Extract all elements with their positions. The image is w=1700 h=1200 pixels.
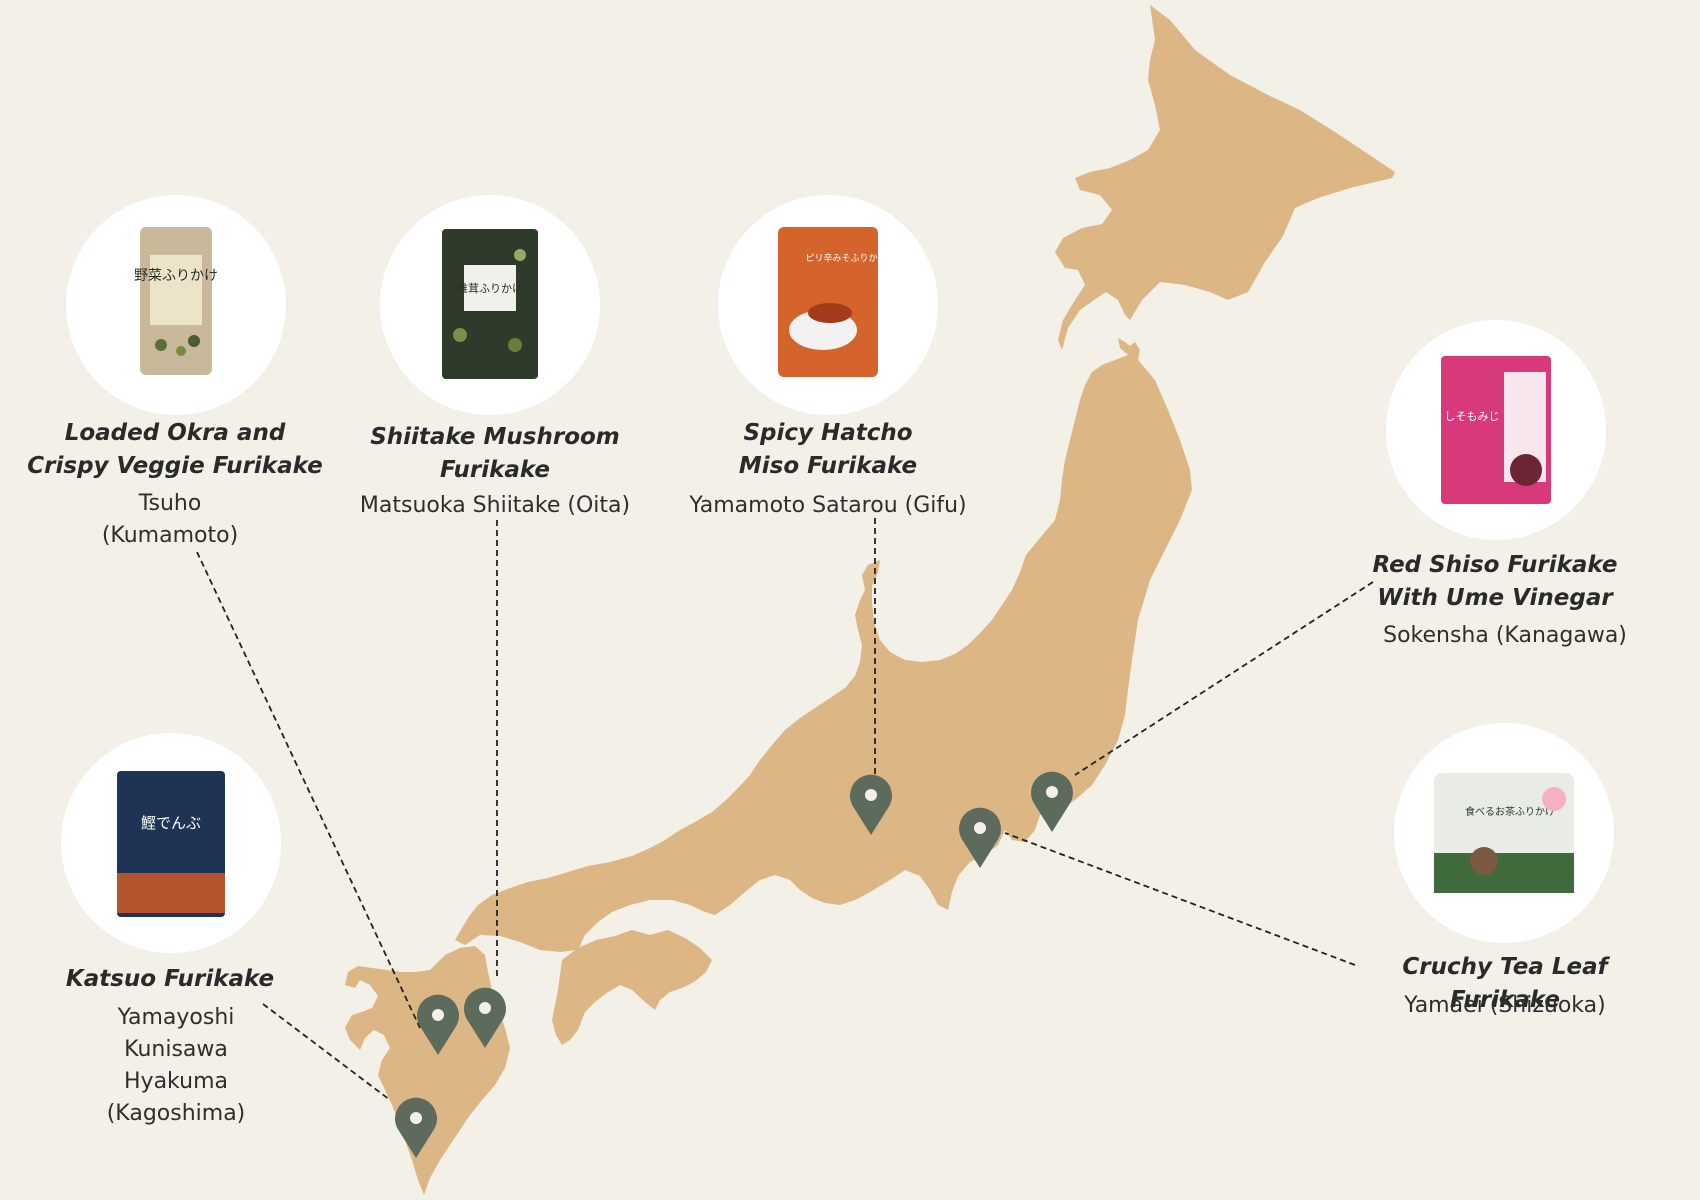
package-label-katsuo: 鰹でんぶ (141, 814, 201, 832)
island-kyushu (345, 946, 510, 1195)
leader-lines (196, 518, 1374, 1101)
leader-tea (1004, 832, 1356, 966)
product-title-shiitake: Shiitake Mushroom Furikake (370, 424, 620, 483)
product-image-katsuo[interactable]: 鰹でんぶ (61, 733, 281, 953)
product-image-shiitake[interactable]: 椎茸ふりかけ (380, 195, 600, 415)
product-title-okra: Loaded Okra and Crispy Veggie Furikake (27, 420, 323, 479)
product-maker-okra: Tsuho (Kumamoto) (101, 491, 239, 548)
leader-okra (196, 551, 421, 1029)
package-label-miso: ピリ辛みそふりかけ (805, 252, 886, 264)
island-sado (862, 690, 880, 712)
pin-icon-kanagawa[interactable] (1031, 771, 1073, 832)
island-shikoku (552, 930, 712, 1045)
package-label-shiitake: 椎茸ふりかけ (457, 281, 523, 295)
island-hokkaido (1055, 5, 1395, 350)
product-maker-tea: Yamaei (Shizuoka) (1404, 993, 1606, 1018)
pin-icon-kagoshima[interactable] (395, 1097, 437, 1158)
product-maker-miso: Yamamoto Satarou (Gifu) (689, 493, 967, 518)
product-title-miso: Spicy Hatcho Miso Furikake (738, 420, 918, 479)
product-image-okra[interactable]: 野菜ふりかけ (66, 195, 286, 415)
product-image-miso[interactable]: ピリ辛みそふりかけ (718, 195, 938, 415)
package-label-okra: 野菜ふりかけ (134, 268, 218, 284)
product-maker-shiitake: Matsuoka Shiitake (Oita) (359, 493, 631, 518)
product-title-shiso: Red Shiso Furikake With Ume Vinegar (1372, 552, 1618, 611)
leader-katsuo (262, 1003, 391, 1101)
pin-icon-oita[interactable] (464, 987, 506, 1048)
pin-icon-kumamoto[interactable] (417, 994, 459, 1055)
product-image-tea[interactable]: 食べるお茶ふりかけ (1394, 723, 1614, 943)
location-pins (395, 771, 1073, 1158)
pin-icon-gifu[interactable] (850, 774, 892, 835)
product-title-katsuo: Katsuo Furikake (65, 966, 275, 992)
package-miso (778, 227, 878, 377)
product-maker-shiso: Sokensha (Kanagawa) (1383, 623, 1627, 648)
package-label-shiso: しそもみじ (1445, 410, 1500, 423)
island-honshu (455, 338, 1192, 952)
product-maker-katsuo: Yamayoshi Kunisawa Hyakuma (Kagoshima) (106, 1005, 246, 1126)
package-label-tea: 食べるお茶ふりかけ (1465, 805, 1555, 818)
product-title-tea: Cruchy Tea Leaf Furikake (1402, 954, 1608, 1013)
leader-shiso (1074, 581, 1374, 776)
product-image-shiso[interactable]: しそもみじ (1386, 320, 1606, 540)
pin-icon-shizuoka[interactable] (959, 807, 1001, 868)
